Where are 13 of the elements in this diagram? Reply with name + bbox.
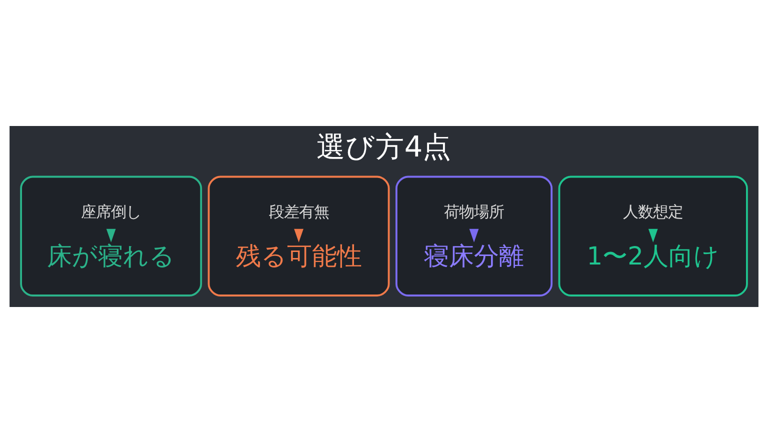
node-text: 寝床分離 <box>424 241 524 270</box>
node-text: 人数想定 <box>623 202 684 220</box>
node-text: 1〜2人向け <box>586 241 720 270</box>
node-text: 床が寝れる <box>47 241 176 270</box>
cluster <box>558 175 748 296</box>
cluster <box>396 175 553 296</box>
cluster <box>208 175 390 296</box>
cluster <box>20 175 202 296</box>
node-text: 残る可能性 <box>236 241 362 270</box>
node-text: 段差有無 <box>268 202 329 220</box>
diagram-title: 選び方4点 <box>316 129 452 164</box>
node-text: 座席倒し <box>81 202 142 220</box>
node-text: 荷物場所 <box>444 202 504 220</box>
